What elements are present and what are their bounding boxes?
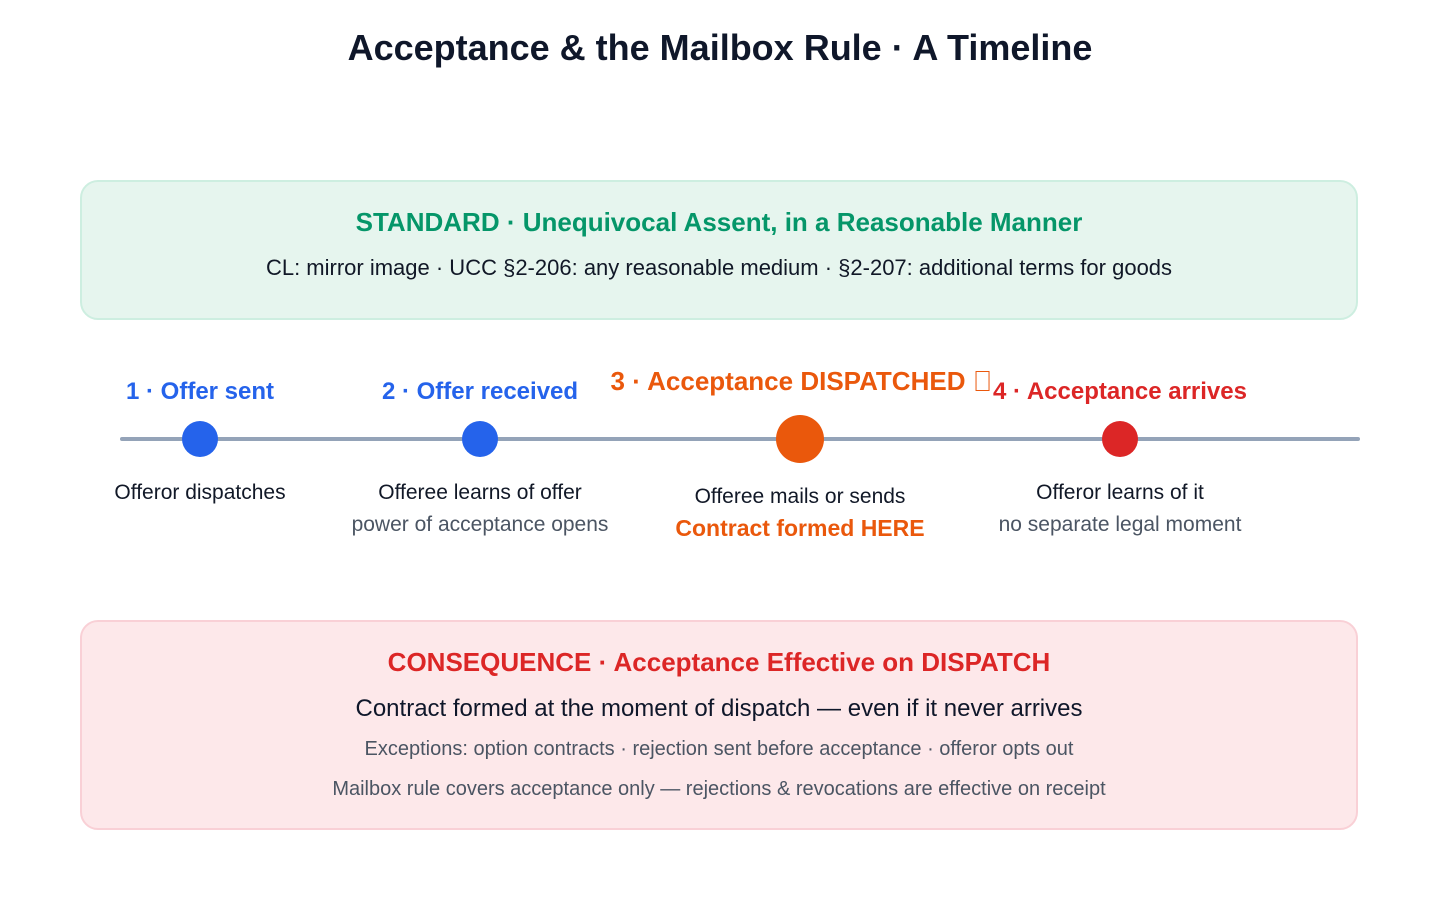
standard-heading: STANDARD · Unequivocal Assent, in a Reas…: [355, 207, 1083, 237]
standard-body: CL: mirror image · UCC §2-206: any reaso…: [265, 255, 1173, 280]
milestone-3-note: Contract formed HERE: [675, 515, 925, 541]
milestone-2-label: 2 · Offer received: [381, 378, 579, 405]
standard-panel: STANDARD · Unequivocal Assent, in a Reas…: [80, 180, 1358, 320]
milestone-1-marker: [182, 421, 218, 457]
milestone-4-description: Offeror learns of it: [1036, 481, 1204, 504]
consequence-panel: CONSEQUENCE · Acceptance Effective on DI…: [80, 620, 1358, 830]
consequence-heading: CONSEQUENCE · Acceptance Effective on DI…: [387, 647, 1051, 677]
milestone-4-marker: [1102, 421, 1138, 457]
milestone-3-marker: [776, 415, 824, 463]
page-title: Acceptance & the Mailbox Rule · A Timeli…: [347, 27, 1093, 68]
consequence-exceptions: Exceptions: option contracts · rejection…: [364, 738, 1074, 760]
consequence-main: Contract formed at the moment of dispatc…: [355, 695, 1083, 722]
mailbox-icon: [975, 371, 990, 391]
milestone-2-note: power of acceptance opens: [351, 513, 609, 536]
milestone-3-description: Offeree mails or sends: [694, 485, 906, 508]
milestone-1-label: 1 · Offer sent: [125, 378, 275, 405]
milestone-1-description: Offeror dispatches: [114, 481, 286, 504]
milestone-3-label-text: 3 · Acceptance DISPATCHED: [610, 366, 966, 396]
milestone-2-description: Offeree learns of offer: [378, 481, 582, 504]
consequence-scope-note: Mailbox rule covers acceptance only — re…: [332, 778, 1106, 800]
milestone-4-label: 4 · Acceptance arrives: [993, 378, 1247, 405]
timeline-axis: [120, 437, 1360, 441]
milestone-2-marker: [462, 421, 498, 457]
milestone-4-note: no separate legal moment: [998, 513, 1242, 536]
milestone-3-label: 3 · Acceptance DISPATCHED: [611, 366, 990, 396]
